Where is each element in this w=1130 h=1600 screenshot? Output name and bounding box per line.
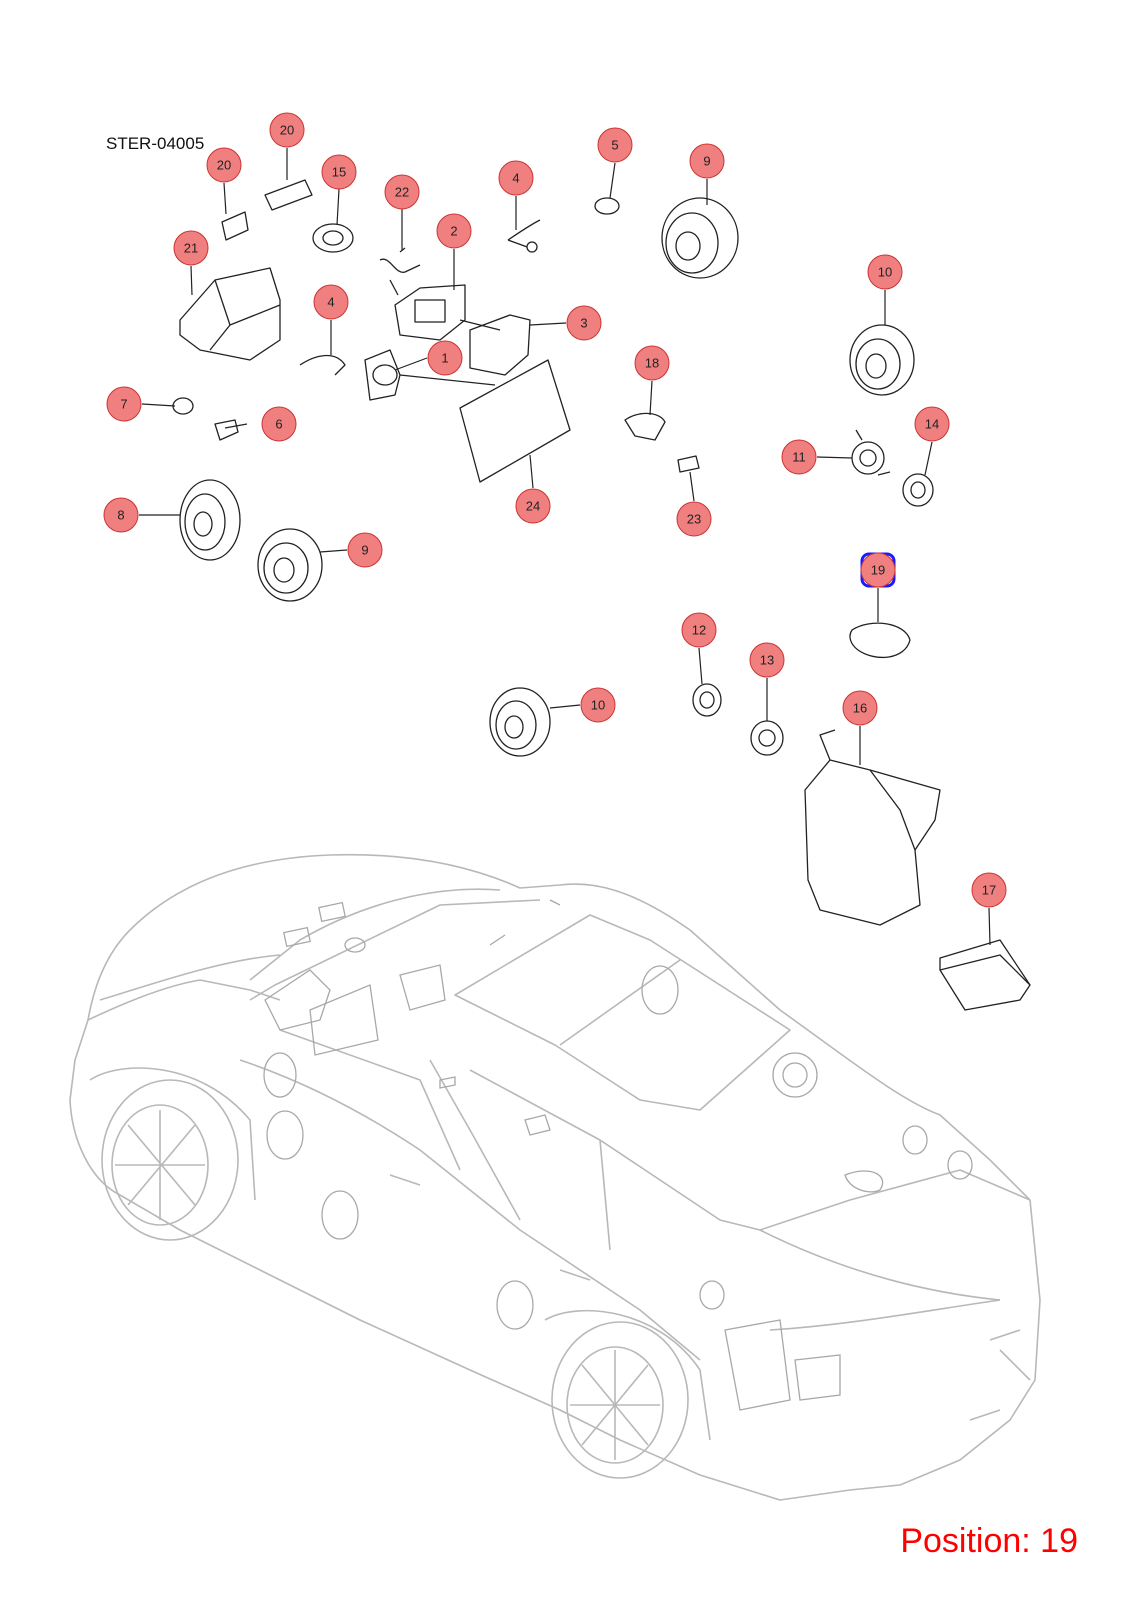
callout-17[interactable]: 17	[971, 872, 1007, 908]
position-label: Position: 19	[900, 1522, 1078, 1560]
callout-circle	[634, 345, 670, 381]
callout-6[interactable]: 6	[261, 406, 297, 442]
callout-4[interactable]: 4	[498, 160, 534, 196]
callout-8[interactable]: 8	[103, 497, 139, 533]
callout-5[interactable]: 5	[597, 127, 633, 163]
callout-24[interactable]: 24	[515, 488, 551, 524]
callout-circle	[681, 612, 717, 648]
vehicle-component-ghosts	[263, 899, 973, 1411]
callout-number: 12	[692, 623, 706, 638]
diagram-code: STER-04005	[106, 134, 205, 153]
callout-circle	[566, 305, 602, 341]
callout-21[interactable]: 21	[173, 230, 209, 266]
part-20a-shape	[264, 179, 313, 211]
callout-circle	[749, 642, 785, 678]
callout-number: 4	[512, 171, 519, 186]
callout-9[interactable]: 9	[689, 143, 725, 179]
callout-number: 15	[332, 165, 346, 180]
callout-circle	[914, 406, 950, 442]
callout-number: 16	[853, 701, 867, 716]
callout-circle	[347, 532, 383, 568]
callout-circle	[321, 154, 357, 190]
callout-23[interactable]: 23	[676, 501, 712, 537]
callout-22[interactable]: 22	[384, 174, 420, 210]
callout-number: 1	[441, 351, 448, 366]
callout-number: 9	[703, 154, 710, 169]
callout-circle	[173, 230, 209, 266]
callout-12[interactable]: 12	[681, 612, 717, 648]
callout-18[interactable]: 18	[634, 345, 670, 381]
vehicle-outline	[69, 853, 1041, 1501]
callout-9[interactable]: 9	[347, 532, 383, 568]
exploded-parts	[172, 179, 1031, 1011]
callout-7[interactable]: 7	[106, 386, 142, 422]
callout-number: 17	[982, 883, 996, 898]
callout-number: 6	[275, 417, 282, 432]
callout-circle	[597, 127, 633, 163]
callout-13[interactable]: 13	[749, 642, 785, 678]
callout-number: 11	[792, 450, 806, 465]
callout-number: 22	[395, 185, 409, 200]
callout-number: 24	[526, 499, 540, 514]
callout-number: 7	[120, 397, 127, 412]
callout-10[interactable]: 10	[580, 687, 616, 723]
callout-19[interactable]: 19	[860, 552, 896, 588]
leader-lines	[139, 148, 991, 946]
callout-circle	[689, 143, 725, 179]
callout-15[interactable]: 15	[321, 154, 357, 190]
callout-number: 13	[760, 653, 774, 668]
callout-circle	[436, 213, 472, 249]
callout-11[interactable]: 11	[781, 439, 817, 475]
callout-number: 18	[645, 356, 659, 371]
callout-number: 5	[611, 138, 618, 153]
callout-number: 4	[327, 295, 334, 310]
callout-circle	[106, 386, 142, 422]
callout-circle	[860, 552, 896, 588]
callout-2[interactable]: 2	[436, 213, 472, 249]
part-19-cover-shape	[849, 622, 911, 659]
callout-number: 20	[217, 158, 231, 173]
callout-number: 14	[925, 417, 939, 432]
callout-4[interactable]: 4	[313, 284, 349, 320]
callout-number: 23	[687, 512, 701, 527]
callout-circle	[676, 501, 712, 537]
callout-number: 2	[450, 224, 457, 239]
callout-circle	[206, 147, 242, 183]
callout-number: 19	[871, 563, 885, 578]
callout-circle	[498, 160, 534, 196]
callout-circle	[261, 406, 297, 442]
callout-number: 3	[580, 316, 587, 331]
callout-circle	[313, 284, 349, 320]
callout-circle	[580, 687, 616, 723]
callout-1[interactable]: 1	[427, 340, 463, 376]
callout-circle	[269, 112, 305, 148]
callout-20[interactable]: 20	[206, 147, 242, 183]
callout-10[interactable]: 10	[867, 254, 903, 290]
callout-badges: 20 20 15 22 4 5 9 2 21 4 3 1 10 18 7 6 14 11 24 23 8 9 19 12 13 1…	[103, 112, 1007, 908]
callout-16[interactable]: 16	[842, 690, 878, 726]
callout-20[interactable]: 20	[269, 112, 305, 148]
callout-circle	[427, 340, 463, 376]
callout-number: 10	[591, 698, 605, 713]
callout-number: 9	[361, 543, 368, 558]
callout-circle	[103, 497, 139, 533]
callout-circle	[781, 439, 817, 475]
callout-14[interactable]: 14	[914, 406, 950, 442]
callout-number: 21	[184, 241, 198, 256]
part-20b-shape	[221, 211, 249, 241]
callout-circle	[842, 690, 878, 726]
callout-circle	[867, 254, 903, 290]
callout-circle	[384, 174, 420, 210]
callout-number: 10	[878, 265, 892, 280]
callout-circle	[971, 872, 1007, 908]
callout-circle	[515, 488, 551, 524]
callout-number: 20	[280, 123, 294, 138]
callout-3[interactable]: 3	[566, 305, 602, 341]
callout-number: 8	[117, 508, 124, 523]
